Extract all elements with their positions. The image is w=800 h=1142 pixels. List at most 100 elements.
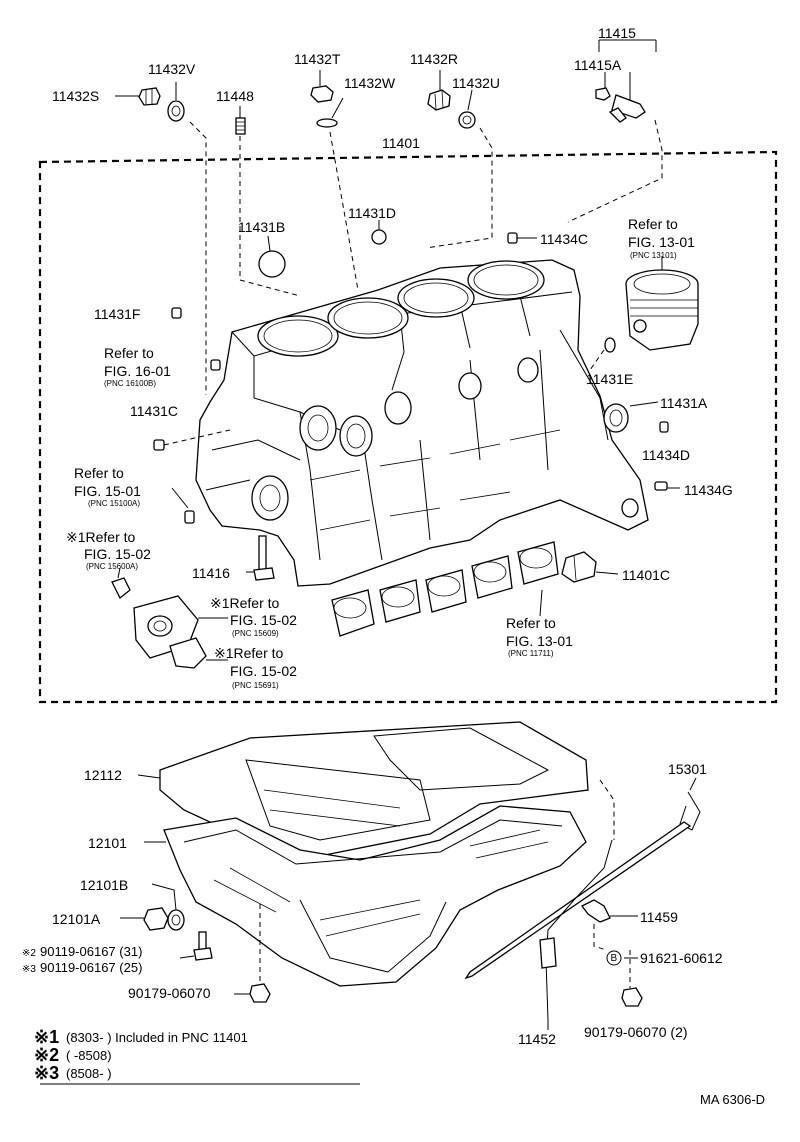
cylinder-block-drawing [195, 259, 649, 587]
drain-plug-12101A [120, 907, 169, 931]
refer-15-02-c-title: ※1Refer to [214, 645, 284, 661]
baffle-plate-12112 [137, 721, 589, 857]
bolt-90119-06167 [179, 931, 213, 961]
refer-15-02-c-pnc: (PNC 15691) [232, 681, 279, 690]
note1-mark: ※1 [34, 1027, 59, 1047]
circle-b-letter: B [611, 953, 618, 964]
gasket-11432U [458, 89, 476, 129]
oil-pan-12101 [144, 805, 587, 987]
refer-15-01-fig: FIG. 15-01 [74, 483, 141, 499]
plug-11431E [589, 337, 616, 371]
plug-11431B [258, 235, 286, 278]
refer-15-02-b-title: ※1Refer to [210, 595, 280, 611]
bolt-11416 [246, 535, 275, 581]
label-11416: 11416 [192, 565, 230, 581]
plug-11432T [310, 70, 334, 103]
label-11452: 11452 [518, 1031, 556, 1047]
refer-15-01-pnc: (PNC 15100A) [88, 499, 140, 508]
label-11432S: 11432S [52, 88, 99, 104]
label-12101B: 12101B [80, 877, 128, 893]
refer-13-01-b-pnc: (PNC 11711) [508, 649, 554, 658]
star2-mark: ※2 [22, 948, 36, 959]
label-11459: 11459 [640, 909, 678, 925]
label-11401C: 11401C [622, 567, 670, 583]
refer-16-01-pnc: (PNC 16100B) [104, 379, 156, 388]
note2-text: ( -8508) [66, 1048, 112, 1063]
pin-11434G [654, 481, 680, 491]
label-11401: 11401 [382, 135, 420, 151]
plug-11432R [427, 70, 451, 111]
plug-11431F [171, 307, 182, 319]
label-11432V: 11432V [148, 61, 196, 77]
check-valve-15600A [111, 567, 131, 600]
pin-11431C-top [210, 359, 221, 371]
refer-16-01-title: Refer to [104, 345, 154, 361]
label-11415: 11415 [598, 25, 636, 41]
nut-90179-06070 [234, 904, 271, 1003]
pin-11434D [659, 421, 669, 433]
label-91621-60612: 91621-60612 [640, 950, 723, 966]
label-11434G: 11434G [684, 482, 733, 498]
label-15301: 15301 [668, 761, 707, 777]
label-11431F: 11431F [94, 306, 140, 322]
refer-13-01-a-title: Refer to [628, 216, 678, 232]
main-bearings-drawing [331, 541, 559, 637]
label-11432T: 11432T [294, 51, 341, 67]
seal-11431A [603, 401, 659, 433]
note3-mark: ※3 [34, 1063, 59, 1083]
label-11431B: 11431B [238, 219, 285, 235]
label-11431C: 11431C [130, 403, 178, 419]
label-11432R: 11432R [410, 51, 458, 67]
refer-13-01-a-pnc: (PNC 13101) [630, 251, 677, 260]
plug-11431C [153, 429, 231, 451]
piston-drawing [625, 256, 699, 351]
oil-level-gauge-15301 [464, 777, 701, 980]
clamp-11459 [581, 899, 638, 923]
note1-text: (8303- ) Included in PNC 11401 [66, 1030, 248, 1045]
label-11448: 11448 [216, 88, 254, 104]
label-12101: 12101 [88, 835, 127, 851]
gauge-guide-11452 [539, 839, 613, 1030]
refer-15-02-c-fig: FIG. 15-02 [230, 663, 297, 679]
refer-16-01-fig: FIG. 16-01 [104, 363, 171, 379]
pin-refer-15-01 [171, 487, 195, 524]
bolt-91621 [593, 924, 638, 959]
plug-11431D [371, 220, 387, 245]
refer-15-02-a-title: ※1Refer to [66, 529, 136, 545]
gasket-15691 [169, 637, 228, 669]
label-90119-06167-25: 90119-06167 (25) [40, 960, 142, 975]
label-11431A: 11431A [660, 395, 708, 411]
label-11434C: 11434C [540, 231, 588, 247]
bracket-11415 [598, 39, 657, 100]
note3-text: (8508- ) [66, 1066, 112, 1081]
star3-mark: ※3 [22, 964, 36, 975]
label-90179-06070-2: 90179-06070 (2) [584, 1024, 688, 1040]
block-group-box [38, 150, 778, 704]
label-11434D: 11434D [642, 447, 690, 463]
refer-15-01-title: Refer to [74, 465, 124, 481]
label-11431D: 11431D [348, 205, 396, 221]
refer-13-01-a-fig: FIG. 13-01 [628, 234, 695, 250]
refer-15-02-b-fig: FIG. 15-02 [230, 612, 297, 628]
union-11401C [561, 551, 619, 583]
refer-15-02-a-fig: FIG. 15-02 [84, 546, 151, 562]
refer-15-02-b-pnc: (PNC 15609) [232, 629, 279, 638]
gasket-12101B [151, 883, 185, 931]
sensor-11415A [595, 87, 611, 101]
label-90179-06070: 90179-06070 [128, 985, 211, 1001]
label-11431E: 11431E [586, 371, 633, 387]
stud-11448 [235, 106, 246, 135]
oil-gallery-plug-11432S [115, 87, 161, 106]
label-11432W: 11432W [344, 75, 396, 91]
plug-11434C [507, 232, 537, 244]
nozzle-11415 [608, 94, 646, 123]
nut-90179-06070-2 [599, 779, 643, 1007]
label-12112: 12112 [84, 767, 122, 783]
label-90119-06167-31: 90119-06167 (31) [40, 944, 142, 959]
gasket-11432W [316, 97, 344, 128]
note2-mark: ※2 [34, 1045, 59, 1065]
refer-15-02-a-pnc: (PNC 15600A) [86, 562, 138, 571]
label-12101A: 12101A [52, 911, 101, 927]
gasket-11432V [167, 82, 185, 122]
